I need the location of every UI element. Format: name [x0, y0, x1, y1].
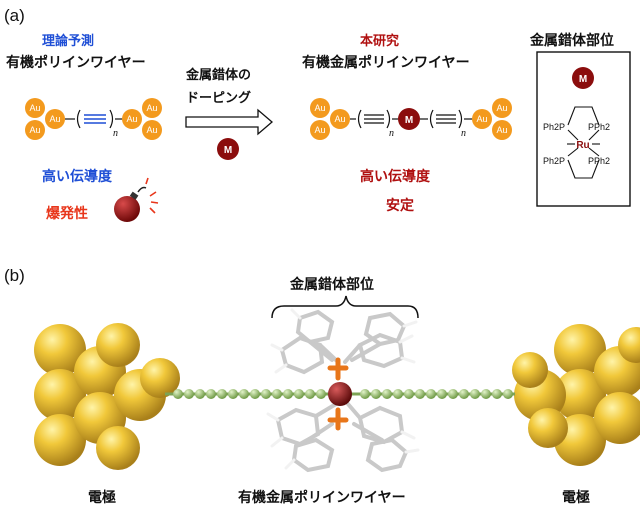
wire-label-b: 有機金属ポリインワイヤー — [238, 490, 406, 506]
carbon-bead — [470, 389, 480, 399]
electrode-left-label: 電極 — [88, 490, 116, 506]
bomb-icon — [114, 177, 159, 222]
au-label: Au — [146, 125, 157, 135]
left-electrode — [34, 323, 180, 470]
svg-text:M: M — [224, 145, 232, 156]
carbon-bead — [217, 389, 227, 399]
panel-a-label: (a) — [4, 6, 25, 25]
carbon-bead — [503, 389, 513, 399]
doping-line1: 金属錯体の — [186, 68, 252, 83]
carbon-bead — [426, 389, 436, 399]
complex-brace — [271, 295, 419, 319]
ligand-upper — [279, 309, 407, 375]
pph2-label: PPh2 — [588, 156, 610, 166]
au-label: Au — [49, 114, 60, 124]
carbon-bead — [206, 389, 216, 399]
carbon-bead — [250, 389, 260, 399]
svg-text:n: n — [461, 128, 466, 139]
ligand-lower — [275, 402, 409, 473]
svg-text:M: M — [405, 115, 413, 126]
carbon-bead — [195, 389, 205, 399]
carbon-bead — [492, 389, 502, 399]
au-label: Au — [29, 125, 40, 135]
carbon-bead — [305, 389, 315, 399]
polyyne-left-c: n — [350, 109, 398, 139]
high-conductivity-right: 高い伝導度 — [360, 169, 430, 185]
panel-b-label: (b) — [4, 266, 25, 285]
carbon-bead — [283, 389, 293, 399]
svg-text:n: n — [389, 128, 394, 139]
gold-cluster-d: Au Au Au — [472, 98, 512, 140]
svg-text:Au: Au — [496, 125, 507, 135]
complex-box: M Ru Ph2P PPh2 Ph2P PPh2 — [536, 51, 631, 207]
carbon-bead — [481, 389, 491, 399]
doping-line2: ドーピング — [186, 91, 252, 106]
carbon-bead — [184, 389, 194, 399]
pph2-label: PPh2 — [588, 122, 610, 132]
carbon-bead — [415, 389, 425, 399]
svg-text:Au: Au — [476, 114, 487, 124]
au-label: Au — [146, 103, 157, 113]
carbon-bead — [294, 389, 304, 399]
carbon-bead — [272, 389, 282, 399]
organometallic-wire-title: 有機金属ポリインワイヤー — [302, 55, 470, 71]
carbon-bead — [228, 389, 238, 399]
svg-text:Au: Au — [314, 103, 325, 113]
svg-text:Au: Au — [334, 114, 345, 124]
repeat-n: n — [113, 128, 118, 139]
doping-arrow — [185, 108, 273, 136]
carbon-bead — [371, 389, 381, 399]
carbon-bead — [239, 389, 249, 399]
complex-site-label: 金属錯体部位 — [290, 277, 374, 293]
explosive-label: 爆発性 — [46, 206, 88, 222]
ligand-lower-h — [266, 412, 420, 470]
ru-label: Ru — [576, 140, 589, 151]
high-conductivity-left: 高い伝導度 — [42, 169, 112, 185]
carbon-bead — [393, 389, 403, 399]
organic-wire-title: 有機ポリインワイヤー — [6, 55, 146, 71]
svg-text:Au: Au — [496, 103, 507, 113]
metal-badge-arrow: M — [217, 138, 239, 160]
ph2p-label: Ph2P — [543, 122, 565, 132]
left-polyyne-a: n — [65, 109, 124, 139]
carbon-bead — [404, 389, 414, 399]
carbon-bead — [316, 389, 326, 399]
svg-text:Au: Au — [314, 125, 325, 135]
electrode-right-label: 電極 — [562, 490, 590, 506]
ph2p-label: Ph2P — [543, 156, 565, 166]
box-metal: M — [579, 74, 587, 85]
this-work-label: 本研究 — [360, 34, 400, 49]
carbon-bead — [360, 389, 370, 399]
carbon-bead — [173, 389, 183, 399]
left-gold-cluster-a: Au Au Au — [25, 98, 65, 140]
ru-atom — [328, 382, 352, 406]
complex-box-title: 金属錯体部位 — [530, 33, 614, 49]
metal-center-c: M — [398, 108, 420, 130]
carbon-bead — [448, 389, 458, 399]
carbon-bead — [382, 389, 392, 399]
right-gold-cluster-a: Au Au Au — [122, 98, 162, 140]
gold-cluster-c: Au Au Au — [310, 98, 350, 140]
au-label: Au — [29, 103, 40, 113]
carbon-bead — [459, 389, 469, 399]
right-electrode — [512, 324, 640, 466]
carbon-bead — [261, 389, 271, 399]
au-label: Au — [126, 114, 137, 124]
stable-label: 安定 — [386, 198, 414, 214]
polyyne-right-c: n — [420, 109, 474, 139]
carbon-bead — [437, 389, 447, 399]
carbon-chain — [173, 389, 513, 399]
phosphorus-atoms — [327, 357, 349, 431]
ligand-upper-h — [270, 308, 418, 374]
prediction-label: 理論予測 — [42, 34, 95, 49]
